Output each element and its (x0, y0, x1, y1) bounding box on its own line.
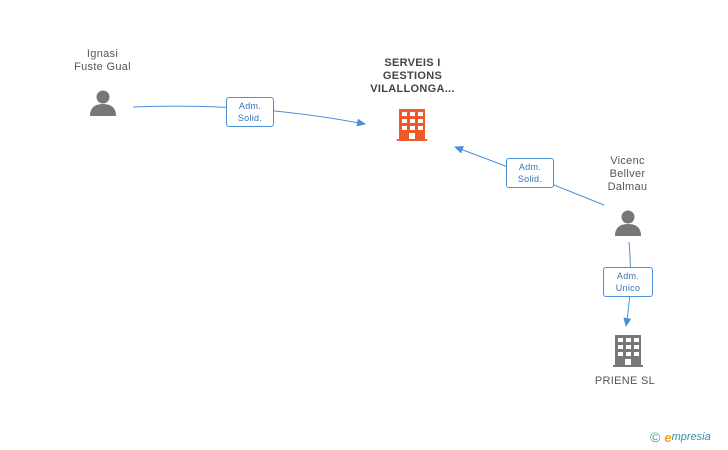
edge-label-line: Adm. (616, 271, 640, 281)
edge-label-line: Solid. (517, 174, 543, 184)
brand-logo-initial: e (664, 429, 672, 445)
edge-label-vicenc-priene[interactable]: Adm. Unico (603, 267, 653, 297)
edge-label-line: Unico (615, 283, 641, 293)
brand-logo-text: mpresia (671, 431, 711, 443)
building-icon-main[interactable] (396, 108, 428, 142)
label-line: PRIENE SL (594, 375, 656, 387)
edge-label-line: Solid. (237, 113, 263, 123)
label-line: GESTIONS (382, 70, 443, 82)
edge-label-line: Adm. (518, 162, 542, 172)
label-line: Ignasi (86, 48, 119, 60)
edge-label-vicenc-main[interactable]: Adm. Solid. (506, 158, 554, 188)
label-line: Fuste Gual (74, 61, 131, 73)
person-label-vicenc[interactable]: Vicenc Bellver Dalmau (590, 155, 665, 194)
company-label-priene[interactable]: PRIENE SL (585, 375, 665, 388)
label-line: Vicenc (610, 155, 645, 167)
edge-label-line: Adm. (238, 101, 262, 111)
person-icon[interactable] (613, 209, 643, 237)
label-line: SERVEIS I (384, 57, 441, 69)
label-line: Bellver (609, 168, 646, 180)
label-line: VILALLONGA... (370, 83, 455, 95)
company-label-main[interactable]: SERVEIS I GESTIONS VILALLONGA... (355, 57, 470, 96)
copyright-icon: © (650, 429, 661, 445)
person-icon[interactable] (88, 89, 118, 117)
edge-label-ignasi-main[interactable]: Adm. Solid. (226, 97, 274, 127)
person-label-ignasi[interactable]: Ignasi Fuste Gual (55, 48, 150, 74)
label-line: Dalmau (607, 181, 648, 193)
building-icon-priene[interactable] (612, 334, 644, 368)
brand-footer[interactable]: © e mpresia (650, 429, 711, 445)
